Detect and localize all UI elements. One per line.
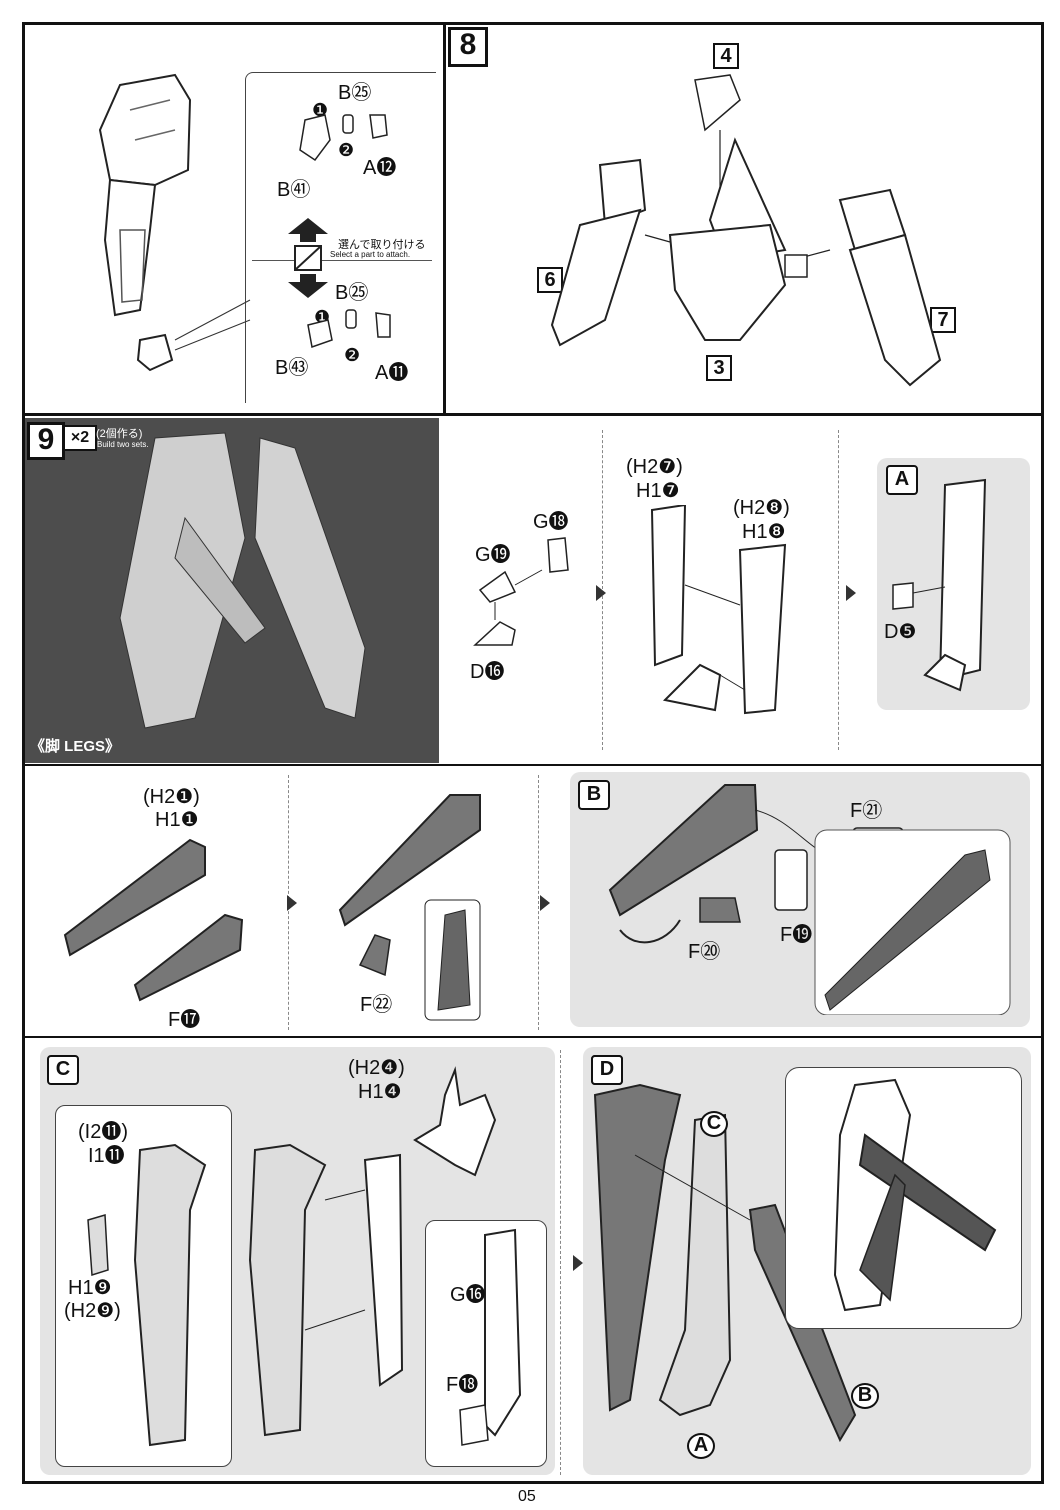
build-count-jp: (2個作る) xyxy=(96,428,143,440)
part-label: H1❼ xyxy=(636,480,680,502)
thigh-illustration xyxy=(87,1143,404,1447)
hand-open-icon xyxy=(299,114,388,162)
row-divider-3 xyxy=(22,1036,1044,1038)
part-label: G⓲ xyxy=(533,511,569,533)
shin-assembled-illustration xyxy=(892,478,987,692)
part-label: H1❹ xyxy=(358,1081,402,1103)
step-number: 9 xyxy=(27,422,65,460)
part-label: F⓱ xyxy=(168,1009,201,1031)
part-label: H1❾ xyxy=(68,1277,112,1299)
subassembly-tag: 6 xyxy=(537,267,563,293)
wing-b-illustration xyxy=(608,784,1011,1015)
select-label-jp: 選んで取り付ける xyxy=(338,239,426,251)
part-b53: B㊸ xyxy=(275,357,309,379)
step-number: 8 xyxy=(448,27,488,67)
sub-assembly-tag-d: D xyxy=(591,1055,623,1085)
arm-illustration xyxy=(98,73,192,372)
dash-divider xyxy=(560,1050,561,1475)
foot-parts-illustration xyxy=(473,537,569,646)
photo-caption: 《脚 LEGS》 xyxy=(30,738,121,755)
step8-divider xyxy=(443,22,446,415)
part-label: (I2⓫) xyxy=(78,1121,128,1143)
select-arrow-icon xyxy=(288,218,328,298)
dash-divider xyxy=(838,430,839,750)
hand-options-inset xyxy=(245,72,436,403)
frame-illustration xyxy=(459,1228,522,1446)
part-label: F⑳ xyxy=(688,941,721,963)
part-label: F㉑ xyxy=(850,800,883,822)
sub-assembly-tag-c: C xyxy=(47,1055,79,1085)
wing-assembly-illustration xyxy=(338,794,481,1021)
part-label: H1❶ xyxy=(155,809,199,831)
step-arrow-icon xyxy=(573,1255,583,1271)
part-label: I1⓫ xyxy=(88,1145,125,1167)
order-2: ❷ xyxy=(338,140,355,160)
part-a12: A⓬ xyxy=(363,157,397,179)
select-label-en: Select a part to attach. xyxy=(330,250,411,259)
part-label: D❺ xyxy=(884,621,917,643)
leg-result-illustration xyxy=(833,1078,997,1312)
part-label: F⓲ xyxy=(446,1374,479,1396)
page-number: 05 xyxy=(518,1488,536,1505)
part-label: (H2❽) xyxy=(733,497,790,519)
page-frame xyxy=(22,22,1044,1484)
callout-lines xyxy=(174,299,251,351)
part-b25-top: B㉕ xyxy=(338,82,372,104)
dash-divider xyxy=(538,775,539,1030)
subassembly-tag: 4 xyxy=(713,43,739,69)
build-count-en: Build two sets. xyxy=(97,440,149,449)
part-label: (H2❶) xyxy=(143,786,200,808)
part-label: (H2❾) xyxy=(64,1300,121,1322)
subassembly-tag: 3 xyxy=(706,355,732,381)
body-assembly-illustration xyxy=(550,74,942,387)
part-label: G⓰ xyxy=(450,1284,486,1306)
part-label: G⓳ xyxy=(475,544,511,566)
sub-assembly-tag-a: A xyxy=(886,465,918,495)
part-label: H1❽ xyxy=(742,521,786,543)
part-label: F⓳ xyxy=(780,924,813,946)
row-divider-2 xyxy=(22,764,1044,766)
step-arrow-icon xyxy=(287,895,297,911)
step-arrow-icon xyxy=(596,585,606,601)
shin-parts-illustration xyxy=(650,505,787,715)
ref-tag-b: B xyxy=(851,1383,879,1409)
ref-tag-c: C xyxy=(700,1111,728,1137)
part-label: (H2❹) xyxy=(348,1057,405,1079)
part-a11: A⓫ xyxy=(375,362,409,384)
build-count: ×2 xyxy=(63,425,97,451)
hand-fist-icon xyxy=(307,309,391,348)
part-label: F㉒ xyxy=(360,994,393,1016)
part-b25-bottom: B㉕ xyxy=(335,282,369,304)
legs-photo xyxy=(25,418,439,763)
subassembly-tag: 7 xyxy=(930,307,956,333)
step-arrow-icon xyxy=(540,895,550,911)
row-divider-1 xyxy=(22,413,1044,416)
order-2: ❷ xyxy=(344,345,361,365)
ref-tag-a: A xyxy=(687,1433,715,1459)
step-arrow-icon xyxy=(846,585,856,601)
part-label: D⓰ xyxy=(470,661,505,683)
hip-parts-illustration xyxy=(413,1066,497,1177)
wing-parts-illustration xyxy=(63,838,244,1002)
sub-assembly-tag-b: B xyxy=(578,780,610,810)
part-b51: B㊶ xyxy=(277,179,311,201)
option-divider xyxy=(252,260,432,261)
part-label: (H2❼) xyxy=(626,456,683,478)
